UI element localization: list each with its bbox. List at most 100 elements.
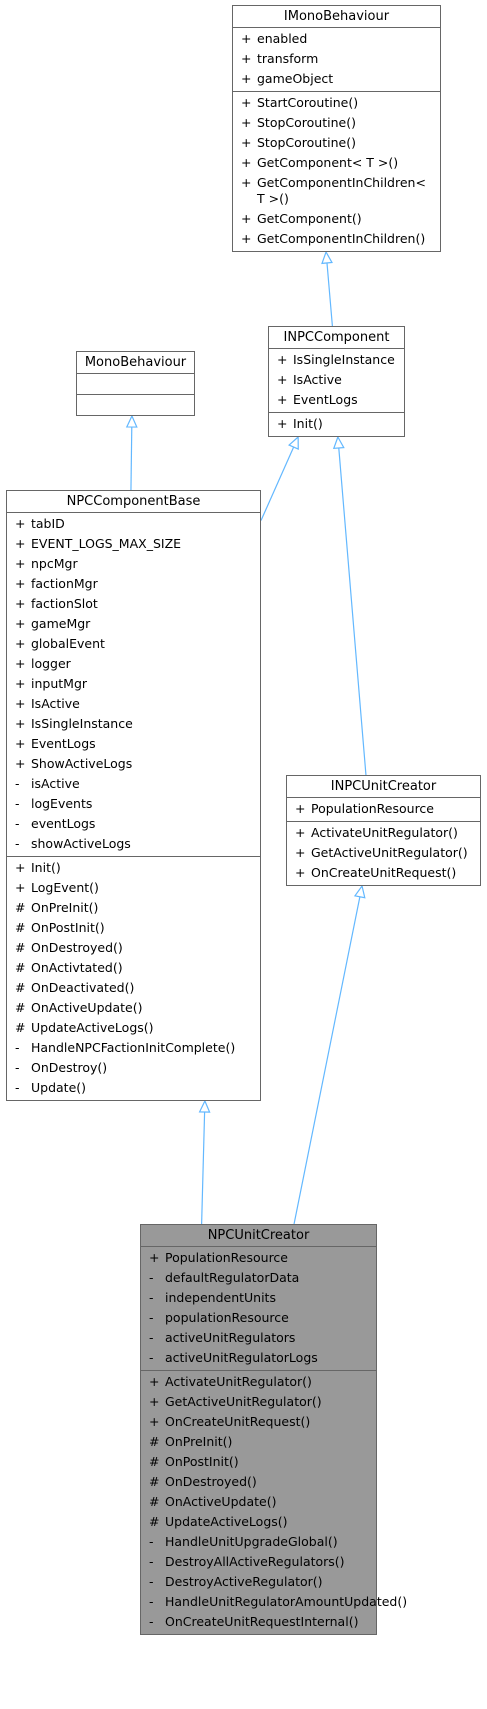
method-row[interactable]: +GetComponentInChildren() [233, 229, 440, 249]
attribute-row[interactable]: -isActive [7, 774, 260, 794]
class-name[interactable]: NPCUnitCreator [141, 1225, 376, 1247]
method-row[interactable]: #OnActiveUpdate() [7, 998, 260, 1018]
method-row[interactable]: -DestroyAllActiveRegulators() [141, 1552, 376, 1572]
attribute-row[interactable]: +transform [233, 49, 440, 69]
class-box-inpcunitcreator[interactable]: INPCUnitCreator+PopulationResource+Activ… [286, 775, 481, 886]
attribute-row[interactable]: +tabID [7, 514, 260, 534]
attribute-row[interactable]: +logger [7, 654, 260, 674]
attribute-row[interactable]: +IsActive [7, 694, 260, 714]
method-row[interactable]: #OnDeactivated() [7, 978, 260, 998]
visibility-marker: + [15, 676, 26, 691]
attribute-row[interactable]: -activeUnitRegulatorLogs [141, 1348, 376, 1368]
method-row[interactable]: +ActivateUnitRegulator() [141, 1372, 376, 1392]
method-row[interactable]: +GetActiveUnitRegulator() [141, 1392, 376, 1412]
method-row[interactable]: #OnPostInit() [7, 918, 260, 938]
method-row[interactable]: -OnCreateUnitRequestInternal() [141, 1612, 376, 1632]
class-name[interactable]: INPCComponent [269, 327, 404, 349]
attribute-row[interactable]: +EventLogs [269, 390, 404, 410]
attribute-name: ShowActiveLogs [31, 756, 133, 771]
attribute-row[interactable]: -logEvents [7, 794, 260, 814]
method-row[interactable]: +LogEvent() [7, 878, 260, 898]
method-row[interactable]: +StartCoroutine() [233, 93, 440, 113]
attribute-row[interactable]: +IsSingleInstance [7, 714, 260, 734]
attribute-row[interactable]: -activeUnitRegulators [141, 1328, 376, 1348]
attribute-row[interactable]: +inputMgr [7, 674, 260, 694]
attribute-row[interactable]: +IsActive [269, 370, 404, 390]
attribute-row[interactable]: +npcMgr [7, 554, 260, 574]
attribute-name: enabled [257, 31, 308, 46]
visibility-marker: - [149, 1574, 154, 1589]
method-name: Update() [31, 1080, 87, 1095]
method-row[interactable]: #OnPreInit() [7, 898, 260, 918]
class-name[interactable]: INPCUnitCreator [287, 776, 480, 798]
method-row[interactable]: #OnPostInit() [141, 1452, 376, 1472]
method-row[interactable]: -Update() [7, 1078, 260, 1098]
method-row[interactable]: +OnCreateUnitRequest() [287, 863, 480, 883]
attribute-name: eventLogs [31, 816, 96, 831]
method-row[interactable]: #OnPreInit() [141, 1432, 376, 1452]
attribute-name: EVENT_LOGS_MAX_SIZE [31, 536, 182, 551]
attribute-name: logger [31, 656, 71, 671]
method-row[interactable]: -HandleUnitRegulatorAmountUpdated() [141, 1592, 407, 1612]
method-row[interactable]: -OnDestroy() [7, 1058, 260, 1078]
method-row[interactable]: +GetComponentInChildren< T >() [233, 173, 440, 209]
visibility-marker: + [295, 801, 306, 816]
method-row[interactable]: #UpdateActiveLogs() [141, 1512, 376, 1532]
method-row[interactable]: -DestroyActiveRegulator() [141, 1572, 376, 1592]
attribute-row[interactable]: -showActiveLogs [7, 834, 260, 854]
attribute-row[interactable]: +gameObject [233, 69, 440, 89]
attribute-row[interactable]: +IsSingleInstance [269, 350, 404, 370]
method-row[interactable]: +Init() [7, 858, 260, 878]
visibility-marker: # [149, 1514, 160, 1529]
inheritance-line [130, 426, 133, 491]
method-row[interactable]: +StopCoroutine() [233, 133, 440, 153]
attribute-row[interactable]: +globalEvent [7, 634, 260, 654]
attribute-name: transform [257, 51, 319, 66]
class-box-monobehaviour[interactable]: MonoBehaviour [76, 351, 195, 416]
attribute-row[interactable]: +factionSlot [7, 594, 260, 614]
method-name: OnCreateUnitRequest() [311, 865, 457, 880]
attribute-row[interactable]: -populationResource [141, 1308, 376, 1328]
class-box-imonobehaviour[interactable]: IMonoBehaviour+enabled+transform+gameObj… [232, 5, 441, 252]
class-box-npcunitcreator[interactable]: NPCUnitCreator+PopulationResource-defaul… [140, 1224, 407, 1635]
attribute-row[interactable]: -defaultRegulatorData [141, 1268, 376, 1288]
class-name[interactable]: IMonoBehaviour [233, 6, 440, 28]
method-row[interactable]: #OnDestroyed() [7, 938, 260, 958]
attribute-row[interactable]: +PopulationResource [287, 799, 480, 819]
method-row[interactable]: +ActivateUnitRegulator() [287, 823, 480, 843]
method-row[interactable]: -HandleUnitUpgradeGlobal() [141, 1532, 376, 1552]
class-box-npccomponentbase[interactable]: NPCComponentBase+tabID+EVENT_LOGS_MAX_SI… [6, 490, 261, 1101]
visibility-marker: + [241, 175, 252, 190]
attribute-row[interactable]: +EVENT_LOGS_MAX_SIZE [7, 534, 260, 554]
method-row[interactable]: +GetActiveUnitRegulator() [287, 843, 480, 863]
method-row[interactable]: +GetComponent< T >() [233, 153, 440, 173]
method-row[interactable]: -HandleNPCFactionInitComplete() [7, 1038, 260, 1058]
method-row[interactable]: #OnActiveUpdate() [141, 1492, 376, 1512]
attribute-row[interactable]: +factionMgr [7, 574, 260, 594]
visibility-marker: + [241, 95, 252, 110]
attribute-row[interactable]: -independentUnits [141, 1288, 376, 1308]
method-name: ActivateUnitRegulator() [311, 825, 458, 840]
class-name[interactable]: MonoBehaviour [77, 352, 194, 374]
visibility-marker: # [15, 960, 26, 975]
attribute-row[interactable]: +EventLogs [7, 734, 260, 754]
visibility-marker: # [15, 920, 26, 935]
method-row[interactable]: #OnDestroyed() [141, 1472, 376, 1492]
attribute-row[interactable]: -eventLogs [7, 814, 260, 834]
attribute-row[interactable]: +enabled [233, 29, 440, 49]
method-row[interactable]: +StopCoroutine() [233, 113, 440, 133]
attribute-name: activeUnitRegulatorLogs [165, 1350, 318, 1365]
method-row[interactable]: #OnActivtated() [7, 958, 260, 978]
method-row[interactable]: #UpdateActiveLogs() [7, 1018, 260, 1038]
attribute-row[interactable]: +gameMgr [7, 614, 260, 634]
method-name: OnPreInit() [31, 900, 99, 915]
attribute-row[interactable]: +ShowActiveLogs [7, 754, 260, 774]
method-row[interactable]: +GetComponent() [233, 209, 440, 229]
class-name[interactable]: NPCComponentBase [7, 491, 260, 513]
class-box-inpccomponent[interactable]: INPCComponent+IsSingleInstance+IsActive+… [268, 326, 405, 437]
method-row[interactable]: +Init() [269, 414, 404, 434]
method-row[interactable]: +OnCreateUnitRequest() [141, 1412, 376, 1432]
attribute-row[interactable]: +PopulationResource [141, 1248, 376, 1268]
method-name: GetActiveUnitRegulator() [311, 845, 468, 860]
